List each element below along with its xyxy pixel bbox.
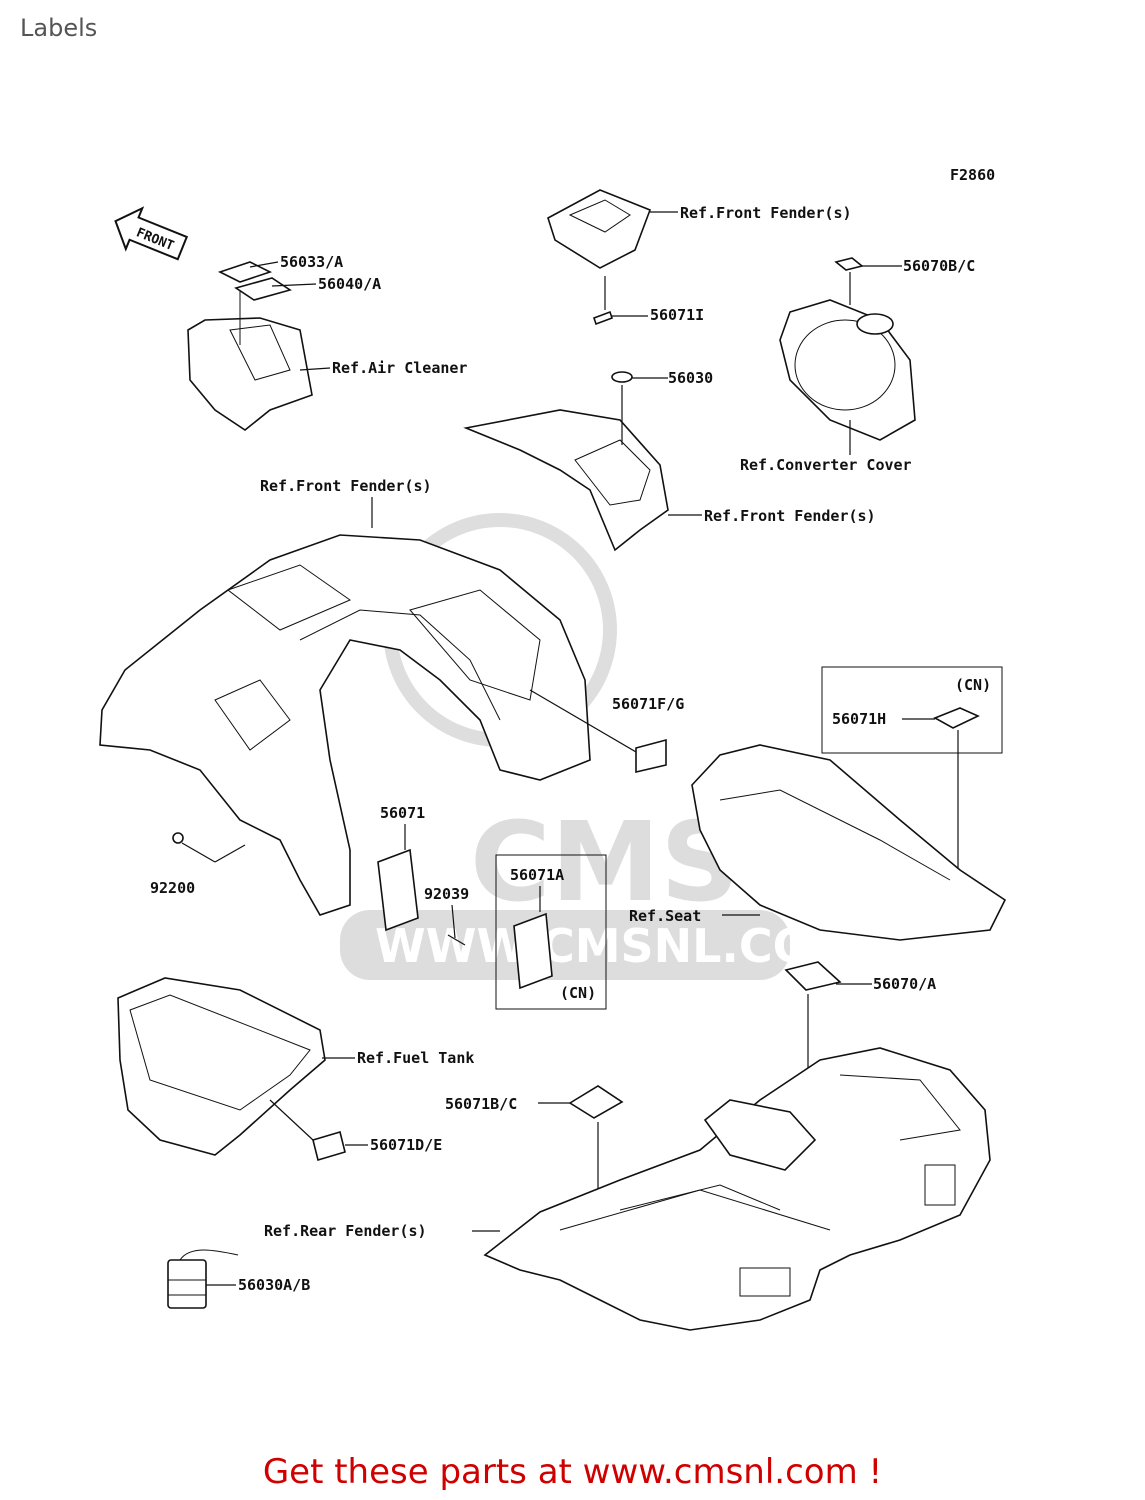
label-56071de-shape: [312, 1130, 346, 1162]
front-fender-top-part: [547, 189, 652, 326]
label-56071a: 56071A: [510, 866, 564, 884]
cn-box-56071a: [495, 854, 607, 1010]
label-56070bc: 56070B/C: [903, 257, 975, 275]
label-56070a-shape: [784, 961, 842, 991]
footer-link-text[interactable]: Get these parts at www.cmsnl.com !: [262, 1452, 883, 1492]
label-56071h: 56071H: [832, 710, 886, 728]
diagram-code: F2860: [950, 166, 995, 184]
label-ref-front-fender-top: Ref.Front Fender(s): [680, 204, 852, 222]
front-arrow-icon: FRONT: [114, 206, 189, 261]
cn-box-56071h: [821, 666, 1003, 754]
grommet-92200: [172, 832, 184, 844]
label-ref-front-fender-main: Ref.Front Fender(s): [260, 477, 432, 495]
label-92039: 92039: [424, 885, 469, 903]
label-cn-top: (CN): [955, 676, 991, 694]
label-56071i: 56071I: [650, 306, 704, 324]
air-cleaner-part: [187, 261, 313, 431]
seat-part: [691, 744, 1007, 941]
watermark-url: WWW.CMSNL.COM: [375, 919, 858, 973]
label-56071bc-shape: [568, 1085, 624, 1119]
label-56071fg-shape: [635, 738, 667, 774]
label-ref-seat: Ref.Seat: [629, 907, 701, 925]
label-ref-front-fender-mid: Ref.Front Fender(s): [704, 507, 876, 525]
label-56033a: 56033/A: [280, 253, 343, 271]
label-56071bc: 56071B/C: [445, 1095, 517, 1113]
label-56040a: 56040/A: [318, 275, 381, 293]
rear-fender-part: [483, 1047, 991, 1331]
label-56071de: 56071D/E: [370, 1136, 442, 1154]
label-56030ab-part: [167, 1249, 239, 1309]
label-56071: 56071: [380, 804, 425, 822]
label-56071h-shape: [933, 707, 980, 729]
label-56030ab: 56030A/B: [238, 1276, 310, 1294]
label-56070a: 56070/A: [873, 975, 936, 993]
watermark-brand: CMS: [470, 798, 739, 926]
label-ref-converter-cover: Ref.Converter Cover: [740, 456, 912, 474]
label-ref-fuel-tank: Ref.Fuel Tank: [357, 1049, 474, 1067]
label-ref-air-cleaner: Ref.Air Cleaner: [332, 359, 467, 377]
fuel-tank-part: [117, 977, 326, 1156]
watermark: CMS WWW.CMSNL.COM: [340, 513, 858, 980]
front-fender-main-part: [99, 534, 591, 916]
label-cn-bottom: (CN): [560, 984, 596, 1002]
converter-cover-part: [779, 257, 916, 441]
label-56071fg: 56071F/G: [612, 695, 684, 713]
label-56071-shape: [377, 848, 419, 932]
label-ref-rear-fender: Ref.Rear Fender(s): [264, 1222, 427, 1240]
front-fender-inner-part: [463, 371, 669, 552]
label-56071a-shape: [513, 912, 553, 990]
label-92200: 92200: [150, 879, 195, 897]
page-title: Labels: [20, 14, 98, 42]
label-56030: 56030: [668, 369, 713, 387]
